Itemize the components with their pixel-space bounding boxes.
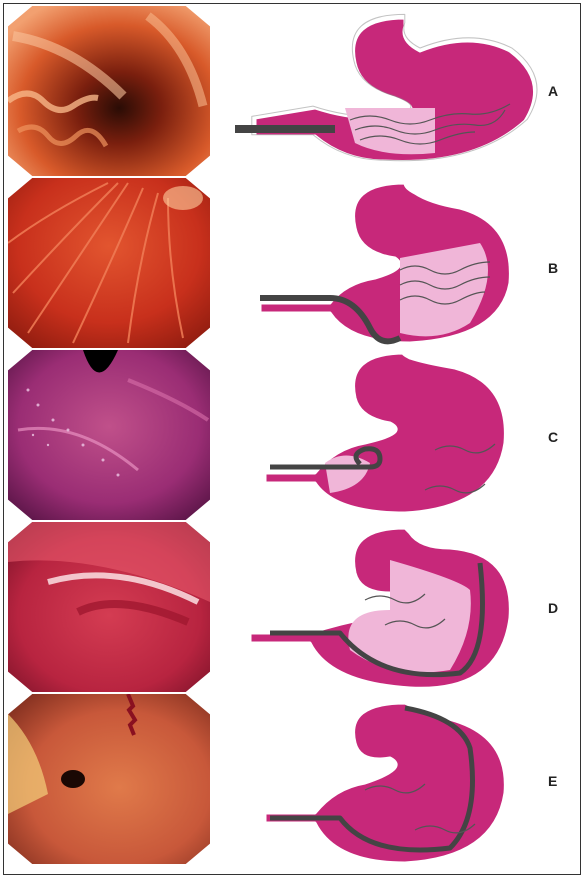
endoscopy-photo-c bbox=[8, 350, 210, 520]
stage-label-d: D bbox=[548, 600, 558, 616]
stomach-diagram-d bbox=[250, 528, 510, 688]
endoscopy-photo-b bbox=[8, 178, 210, 348]
stomach-diagram-a bbox=[235, 14, 537, 161]
stomach-diagram-c bbox=[265, 353, 505, 513]
stage-label-a: A bbox=[548, 83, 558, 99]
stage-label-e: E bbox=[548, 773, 557, 789]
endoscopy-photo-a bbox=[8, 6, 210, 176]
stage-label-c: C bbox=[548, 429, 558, 445]
stomach-diagram-column bbox=[215, 0, 575, 879]
stomach-diagram-e bbox=[265, 703, 505, 863]
endoscopy-photo-column bbox=[8, 6, 210, 866]
endoscopy-photo-d bbox=[8, 522, 210, 692]
stomach-diagram-b bbox=[260, 183, 510, 343]
stage-label-b: B bbox=[548, 260, 558, 276]
endoscopy-photo-e bbox=[8, 694, 210, 864]
